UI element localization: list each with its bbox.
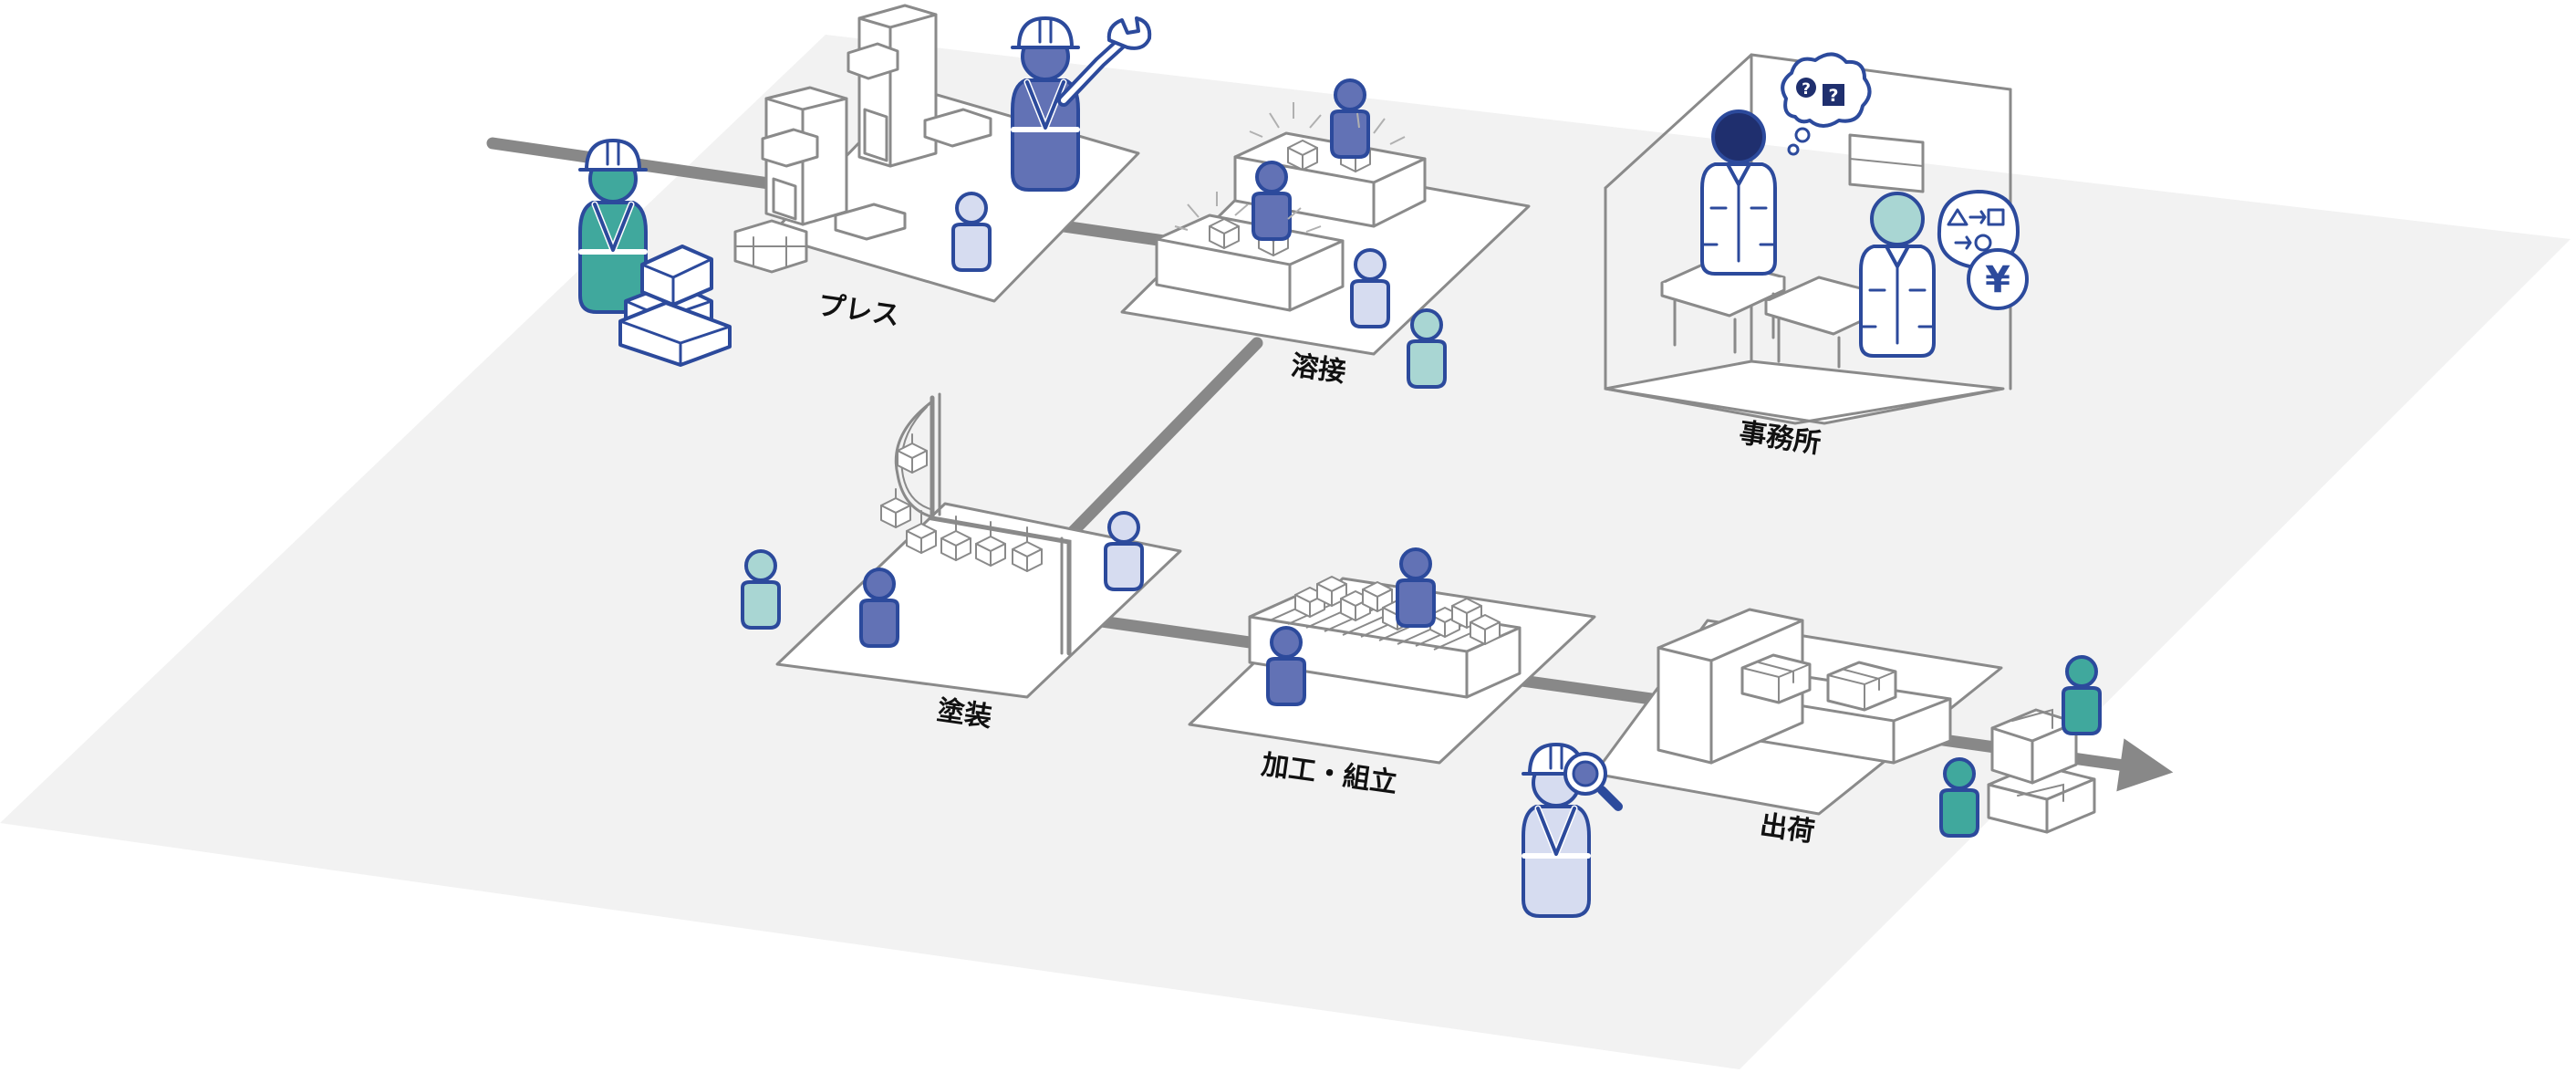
yen-icon: ¥ <box>1985 259 2010 301</box>
outbound-boxes <box>1987 708 2096 834</box>
magnifier-icon <box>1563 752 1623 811</box>
svg-text:?: ? <box>1828 86 1838 106</box>
area-label-painting: 塗装 <box>935 694 993 734</box>
office-area: ? ? ¥ 事務所 <box>1604 52 2029 460</box>
maintenance-worker <box>1013 16 1152 190</box>
area-label-welding: 溶接 <box>1289 349 1347 389</box>
square-icon <box>1987 208 2005 226</box>
wrench-icon <box>1106 16 1152 50</box>
press-area: プレス <box>733 4 1152 332</box>
spark-effects <box>1174 102 1406 233</box>
question-circle-icon <box>1796 78 1816 98</box>
arrow-right-icon-2 <box>1954 235 1972 250</box>
speech-bubble-icon: ¥ <box>1937 190 2029 310</box>
delivery-worker <box>580 141 732 367</box>
question-square-icon <box>1823 84 1844 106</box>
painting-area: 塗装 <box>775 392 1182 734</box>
assembly-area: 加工・組立 <box>1188 547 1596 799</box>
circle-icon <box>1974 234 1992 252</box>
welding-area: 溶接 <box>1120 78 1531 389</box>
area-label-shipping: 出荷 <box>1758 809 1816 849</box>
quality-inspector <box>1523 745 1623 916</box>
thought-bubble-icon: ? ? <box>1781 52 1872 156</box>
hanging-parts <box>880 433 1043 572</box>
office-desks <box>1660 257 1890 369</box>
triangle-icon <box>1947 208 1968 226</box>
arrow-right-icon <box>1968 210 1987 224</box>
svg-text:?: ? <box>1802 80 1811 99</box>
shipping-area: 出荷 <box>1593 608 2003 849</box>
